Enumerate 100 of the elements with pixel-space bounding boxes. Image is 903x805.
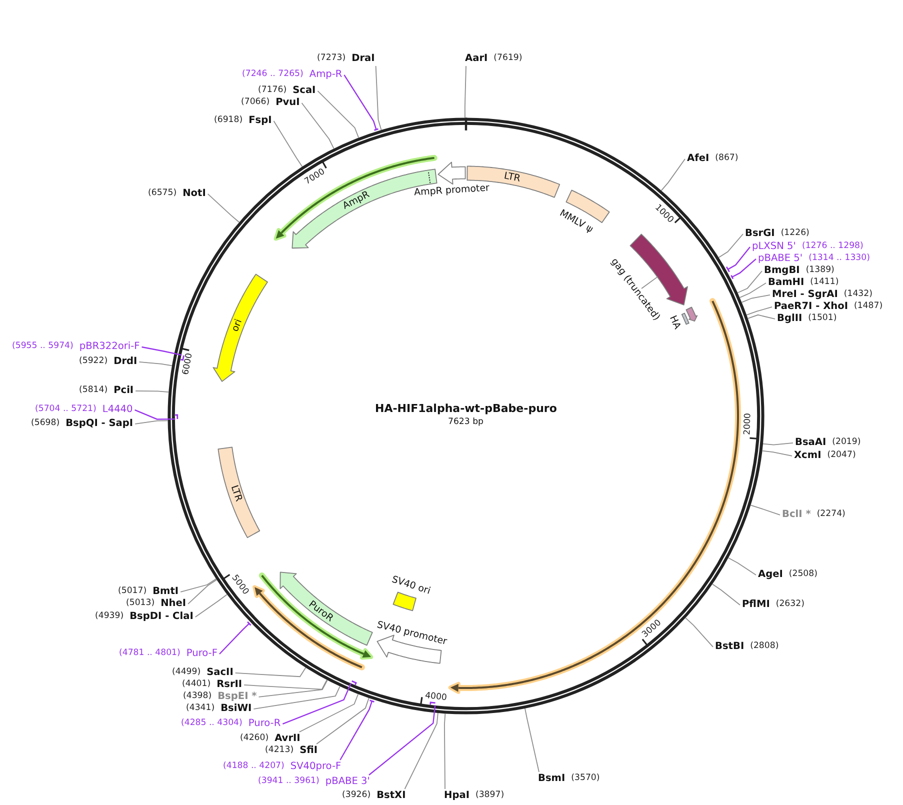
enzyme-name: BglII [777,313,802,324]
enzyme-name: BsmI [538,773,566,784]
leader-line [134,409,178,420]
leader-line [135,390,170,393]
feature-label: AmpR promoter [414,182,490,198]
enzyme-name: XcmI [794,450,822,461]
leader-line [750,504,780,516]
cut-position: (5017) [118,586,147,597]
enzyme-name: BmtI [152,586,179,597]
cut-position: (6918) [214,115,243,126]
primer-name: SV40pro-F [290,761,342,772]
leader-line [747,314,776,320]
feature-label: SV40 promoter [376,619,448,648]
enzyme-name: BsiWI [220,703,252,714]
primer-range: (4188 .. 4207) [223,761,284,772]
leader-line [444,713,446,790]
primer-range: (4781 .. 4801) [119,648,180,659]
primer-range: (1314 .. 1330) [808,253,870,264]
cut-position: (4398) [183,691,212,702]
leader-line [660,158,686,191]
leader-line [741,294,770,303]
enzyme-name: MreI - SgrAI [772,289,838,300]
enzyme-name: BstBI [715,641,744,652]
leader-line [737,270,762,294]
enzyme-name: ScaI [292,85,316,96]
feature-label: HA [667,314,683,332]
cut-position: (7273) [317,53,346,64]
plasmid-name: HA-HIF1alpha-wt-pBabe-puro [375,403,557,415]
leader-line [685,617,714,648]
primer-range: (5955 .. 5974) [12,341,74,352]
enzyme-name: AgeI [758,569,783,580]
cut-position: (2019) [832,437,861,448]
cut-position: (2047) [827,450,856,461]
enzyme-name: SacII [206,667,234,678]
feature-label: LTR [228,484,244,503]
leader-line [762,450,792,456]
leader-line [375,66,382,130]
cut-position: (867) [715,153,738,164]
cut-position: (7176) [258,85,287,96]
leader-line [340,700,375,760]
cut-position: (5013) [126,598,155,609]
cut-position: (1226) [780,228,810,239]
ruler-label: 4000 [424,690,448,704]
cut-position: (1487) [854,301,883,312]
enzyme-name: AvrII [274,733,300,744]
leader-line [728,557,756,576]
ruler-label: 6000 [181,352,196,376]
leader-line [317,90,360,138]
leader-line [641,276,658,289]
cut-position: (4213) [265,745,294,756]
cut-position: (4499) [172,667,201,678]
enzyme-name: SfiI [300,745,318,756]
enzyme-name: BsrGI [745,228,775,239]
leader-line [739,282,766,298]
leader-line [194,594,228,618]
primer-range: (7246 .. 7265) [242,69,304,80]
enzyme-name: HpaI [444,790,470,801]
plasmid-length: 7623 bp [448,416,484,428]
enzyme-name: PflMI [742,599,770,610]
cut-position: (5814) [79,385,108,396]
primer-range: (1276 .. 1298) [802,241,864,252]
feature-label: ori [230,318,245,334]
leader-line [138,362,172,366]
cut-position: (3897) [475,790,504,801]
enzyme-name: BmgBI [764,265,800,276]
cut-position: (3926) [342,790,371,801]
enzyme-name: FspI [248,115,272,126]
enzyme-name: BamHI [768,277,804,288]
leader-line [273,120,303,168]
leader-line [718,234,744,258]
feature-label: LTR [503,170,522,184]
enzyme-name: BspEI * [218,691,257,702]
leader-line [298,694,359,732]
leader-line [404,712,438,790]
enzyme-name: RsrII [216,679,242,690]
leader-line [746,306,772,316]
primer-name: Puro-F [186,648,218,659]
enzyme-name: DrdI [114,356,138,367]
enzyme-name: AfeI [687,153,710,164]
cut-position: (2274) [816,509,846,520]
leader-line [244,679,328,690]
leader-line [219,621,252,654]
leader-line [726,246,750,273]
primer-name: pBABE 3' [325,776,370,787]
cut-position: (1389) [806,265,834,276]
cut-position: (3570) [571,773,600,784]
enzyme-name: BspQI - SapI [66,418,134,429]
leader-line [524,708,540,772]
primer-name: Amp-R [309,69,342,80]
leader-line [207,194,240,223]
enzyme-name: BstXI [376,790,406,801]
cut-position: (7066) [241,97,270,108]
cut-position: (2508) [788,569,818,580]
enzyme-name: PvuI [276,97,300,108]
cut-position: (4341) [186,703,215,714]
enzyme-name: BspDI - ClaI [130,611,194,622]
cut-position: (6575) [148,188,177,199]
leader-line [142,346,184,361]
leader-line [253,686,340,710]
enzyme-name: BclI * [782,509,811,520]
